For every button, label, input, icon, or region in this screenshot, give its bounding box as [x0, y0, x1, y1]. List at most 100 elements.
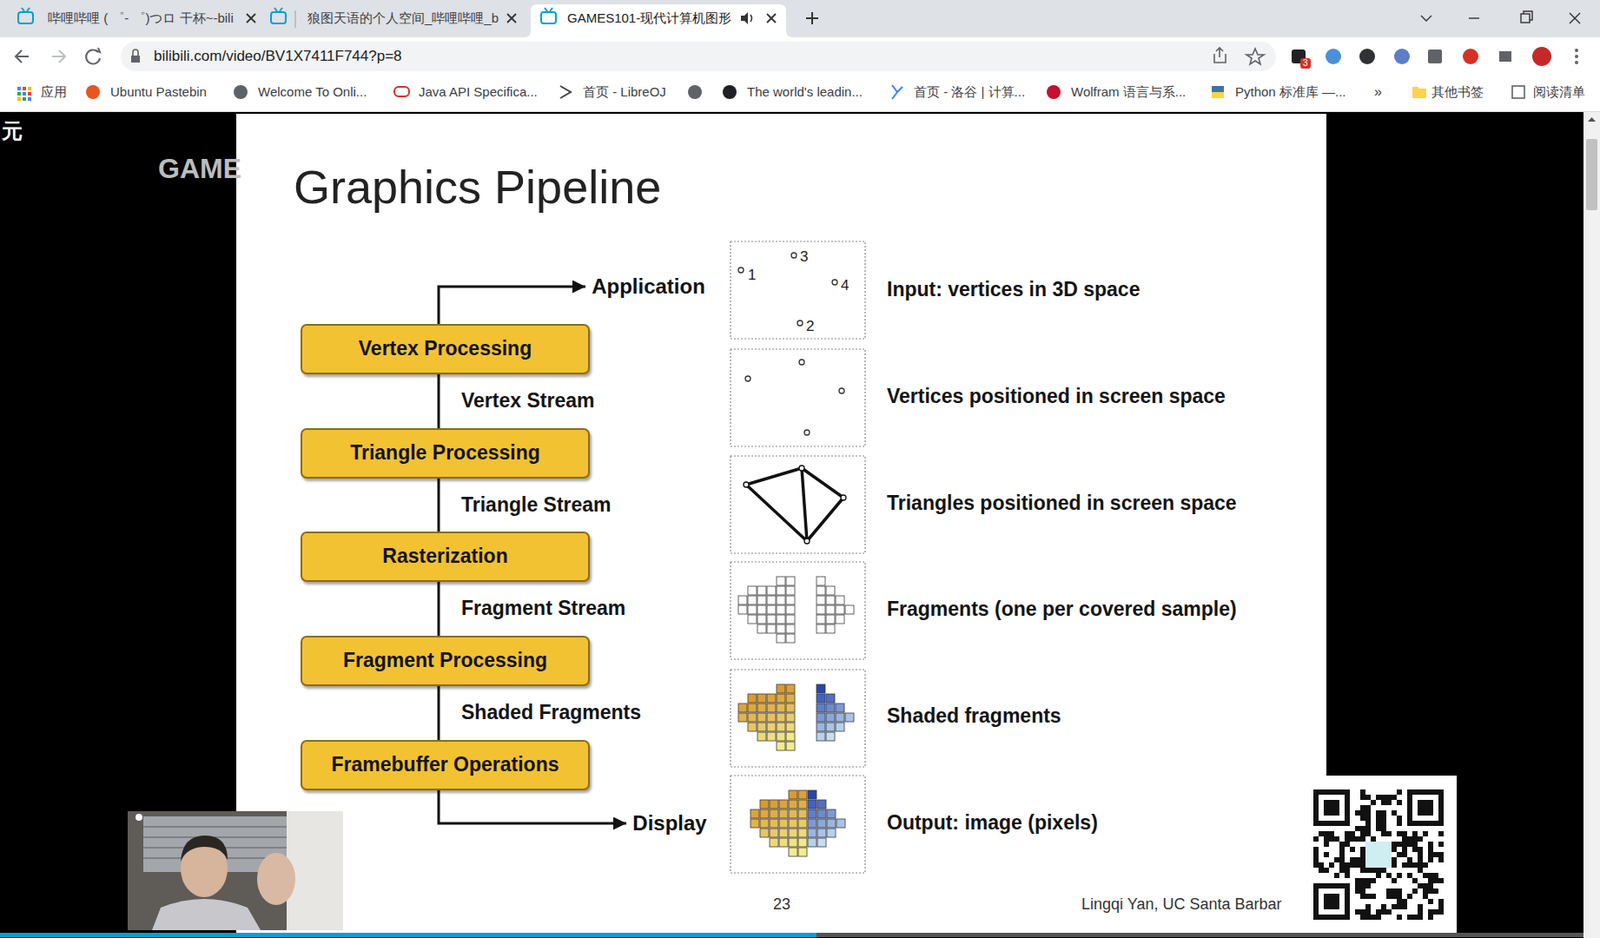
qr-code: [1370, 836, 1376, 842]
fragment-cell: [769, 809, 779, 819]
vertex-point: [839, 388, 845, 394]
node-text: Vertex Processing: [358, 337, 532, 362]
qr-code: [1396, 899, 1402, 905]
fragment-cell: [835, 722, 845, 732]
qr-code: [1365, 867, 1371, 873]
qr-code: [1412, 831, 1418, 837]
new-tab-icon: [806, 12, 819, 25]
fragment-cell: [816, 595, 826, 605]
fragment-cell: [786, 634, 795, 643]
qr-code: [1360, 878, 1366, 884]
qr-code: [1328, 831, 1335, 837]
bookmark-icons: [394, 86, 410, 97]
qr-code: [1396, 815, 1402, 821]
fragment-cell: [757, 595, 767, 605]
fragment-cell: [816, 732, 826, 741]
fragment-cell: [807, 790, 817, 800]
fragment-cell: [769, 828, 779, 838]
fragment-cell: [826, 614, 835, 624]
bookmark: 首页 - LibreOJ: [582, 84, 667, 100]
qr-code: [1360, 805, 1366, 811]
qr-code: [1365, 909, 1371, 915]
bookmark: Wolfram 语言与系...: [1071, 84, 1186, 100]
triangle-mesh: [743, 465, 847, 544]
qr-code: [1344, 836, 1350, 842]
process-box: Rasterization: [300, 531, 590, 582]
qr-code: [1323, 867, 1329, 873]
qr-code: [1381, 815, 1387, 821]
bookmark-overflow: »: [1374, 83, 1382, 100]
qr-code: [1401, 899, 1408, 905]
qr-code: [1355, 836, 1361, 842]
tab-favicon: [21, 7, 25, 12]
qr-code: [1412, 841, 1418, 847]
fragment-cell: [807, 828, 817, 838]
qr-code: [1355, 909, 1361, 915]
vertex-point: [745, 376, 751, 382]
qr-code: [1375, 794, 1382, 800]
qr-code: [1365, 904, 1371, 910]
fragment-cell: [786, 694, 795, 703]
qr-code: [1396, 852, 1402, 858]
fragment-cell: [816, 586, 826, 596]
extension-icons: [1499, 51, 1512, 62]
qr-code: [1407, 914, 1413, 920]
qr-code: [1360, 852, 1366, 858]
bookmark-icons: [22, 92, 27, 96]
tab-title: GAMES101-现代计算机图形: [567, 10, 732, 27]
webcam-overlay: [257, 852, 296, 906]
bookmark-folder: 其他书签: [1431, 84, 1484, 100]
process-box: Fragment Processing: [300, 635, 590, 687]
vertex-point: [804, 429, 810, 436]
qr-code: [1344, 862, 1350, 868]
qr-code: [1391, 904, 1397, 910]
fragment-cell: [747, 605, 757, 615]
qr-code: [1365, 794, 1371, 800]
fragment-cell: [835, 713, 845, 722]
vertex-number: 1: [747, 266, 756, 285]
nav-icons: [95, 47, 100, 53]
qr-code: [1349, 857, 1356, 863]
qr-code: [1370, 914, 1376, 920]
audio-icon: [740, 12, 753, 25]
process-box: Vertex Processing: [300, 323, 590, 375]
fragment-cell: [747, 595, 757, 605]
fragment-cell: [826, 703, 835, 713]
fragment-cell: [836, 819, 846, 828]
qr-code: [1433, 872, 1439, 879]
vertex-number: 3: [800, 248, 808, 266]
qr-code: [1339, 862, 1345, 868]
fragment-cell: [776, 703, 786, 713]
bookmark-icons: [1211, 85, 1224, 93]
qr-code: [1360, 909, 1366, 915]
process-box: Triangle Processing: [300, 428, 590, 479]
fragment-cell: [738, 595, 748, 605]
bookmark-icons: [892, 85, 903, 100]
fragment-cell: [776, 576, 786, 586]
qr-code: [1412, 794, 1439, 821]
fragment-cell: [807, 800, 817, 809]
qr-code: [1396, 820, 1402, 827]
fragment-cell: [776, 694, 786, 703]
window-controls: [1569, 13, 1581, 24]
fragment-cell: [798, 838, 807, 847]
fragment-cell: [776, 605, 786, 615]
triangle-mesh: [743, 482, 749, 488]
vertex-point: [738, 267, 744, 273]
qr-code: [1300, 775, 1457, 934]
nav-icons: [1214, 47, 1226, 63]
qr-code: [1349, 831, 1356, 837]
scrollbar: [1583, 112, 1600, 938]
fragment-cell: [766, 703, 776, 713]
qr-code: [1417, 909, 1423, 915]
fragment-cell: [817, 838, 827, 847]
fragment-cell: [826, 819, 836, 828]
bookmark-icons: [27, 86, 32, 91]
qr-code: [1422, 883, 1429, 889]
fragment-cell: [786, 595, 795, 605]
qr-code: [1360, 867, 1366, 873]
qr-code: [1391, 893, 1397, 900]
bookmark-icons: [722, 85, 737, 100]
node-text: Fragment Processing: [343, 648, 548, 674]
qr-code: [1381, 820, 1387, 827]
